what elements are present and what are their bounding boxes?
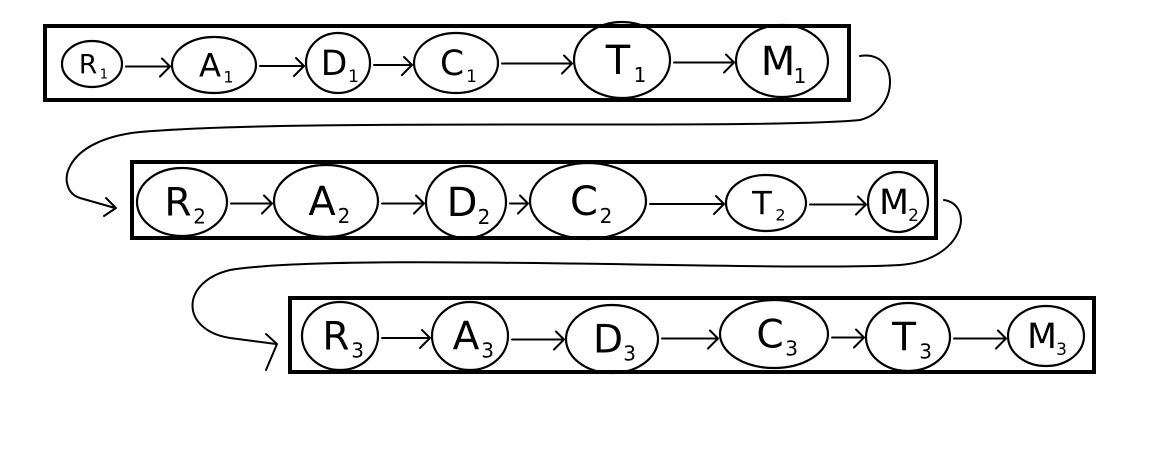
node-ellipse xyxy=(304,31,372,95)
node-subscript: 3 xyxy=(481,339,494,363)
node-ellipse xyxy=(734,23,830,99)
arrow-right xyxy=(673,53,735,74)
node-letter: A xyxy=(308,179,336,225)
node-subscript: 3 xyxy=(785,337,798,361)
arrow-right xyxy=(649,195,725,215)
arrow-right xyxy=(831,328,865,349)
node-letter: M xyxy=(879,183,909,223)
node-letter: M xyxy=(1027,317,1057,357)
node-subscript: 1 xyxy=(794,64,807,88)
node-letter: C xyxy=(570,179,598,225)
arrow-right xyxy=(511,330,565,351)
node-letter: C xyxy=(756,313,783,358)
node-ellipse xyxy=(572,20,672,100)
node-ellipse xyxy=(718,298,830,370)
row-box-2 xyxy=(130,160,938,240)
node-letter: T xyxy=(605,38,631,84)
connector-row1-to-row2 xyxy=(65,54,891,217)
arrow-right xyxy=(381,329,431,349)
node-subscript: 1 xyxy=(466,67,477,87)
row-box-1 xyxy=(43,24,851,102)
node-subscript: 2 xyxy=(775,206,785,225)
node-ellipse xyxy=(412,31,500,95)
node-ellipse xyxy=(528,161,648,241)
node-letter: M xyxy=(761,39,796,85)
arrow-right xyxy=(259,57,305,77)
arrow-right xyxy=(953,329,1007,350)
node-ellipse xyxy=(724,173,808,233)
node-ellipse xyxy=(272,163,380,239)
arrow-right xyxy=(125,57,171,78)
arrow-right xyxy=(809,195,867,216)
node-letter: T xyxy=(751,184,772,222)
node-letter: D xyxy=(593,318,623,363)
node-ellipse xyxy=(170,35,258,95)
node-letter: C xyxy=(440,44,464,84)
node-letter: R xyxy=(164,181,191,226)
arrow-right xyxy=(373,56,413,76)
node-subscript: 2 xyxy=(478,205,491,229)
connector-row2-to-row3 xyxy=(191,199,962,371)
row-boxes xyxy=(43,24,1096,374)
arrow-right xyxy=(661,329,719,350)
arrow-right xyxy=(381,194,425,215)
node-subscript: 2 xyxy=(600,204,613,228)
node-ellipse xyxy=(60,39,124,89)
node-subscript: 1 xyxy=(100,68,108,83)
node-subscript: 3 xyxy=(919,340,932,364)
node-subscript: 2 xyxy=(338,204,351,228)
node-subscript: 3 xyxy=(1056,340,1067,360)
node-letter: A xyxy=(453,315,480,360)
node-ellipse xyxy=(300,300,380,372)
node-subscript: 2 xyxy=(908,206,919,226)
node: M1 xyxy=(734,23,830,99)
node-ellipse xyxy=(866,170,930,234)
node-ellipse xyxy=(424,164,508,240)
node-ellipse xyxy=(430,300,510,372)
node-subscript: 3 xyxy=(351,339,364,363)
arrow-right xyxy=(230,194,273,215)
arrow-right xyxy=(509,194,529,215)
node-ellipse xyxy=(864,301,952,373)
node-subscript: 1 xyxy=(634,63,647,87)
node-letter: T xyxy=(891,316,916,361)
node-subscript: 2 xyxy=(193,205,206,229)
node-letter: D xyxy=(447,180,478,226)
node-letter: R xyxy=(322,315,349,360)
row-box-3 xyxy=(288,296,1096,374)
node-subscript: 1 xyxy=(348,67,359,87)
node-letter: D xyxy=(321,44,348,84)
node-ellipse xyxy=(135,166,229,238)
arrow-right xyxy=(501,54,573,75)
row-connectors xyxy=(65,54,962,371)
node-letter: R xyxy=(79,49,97,80)
node-letter: A xyxy=(199,46,221,84)
node-subscript: 3 xyxy=(623,342,636,366)
node-ellipse xyxy=(1006,304,1086,368)
inline-arrows xyxy=(125,53,1007,351)
node-ellipse xyxy=(564,303,660,375)
node-subscript: 1 xyxy=(223,68,233,87)
